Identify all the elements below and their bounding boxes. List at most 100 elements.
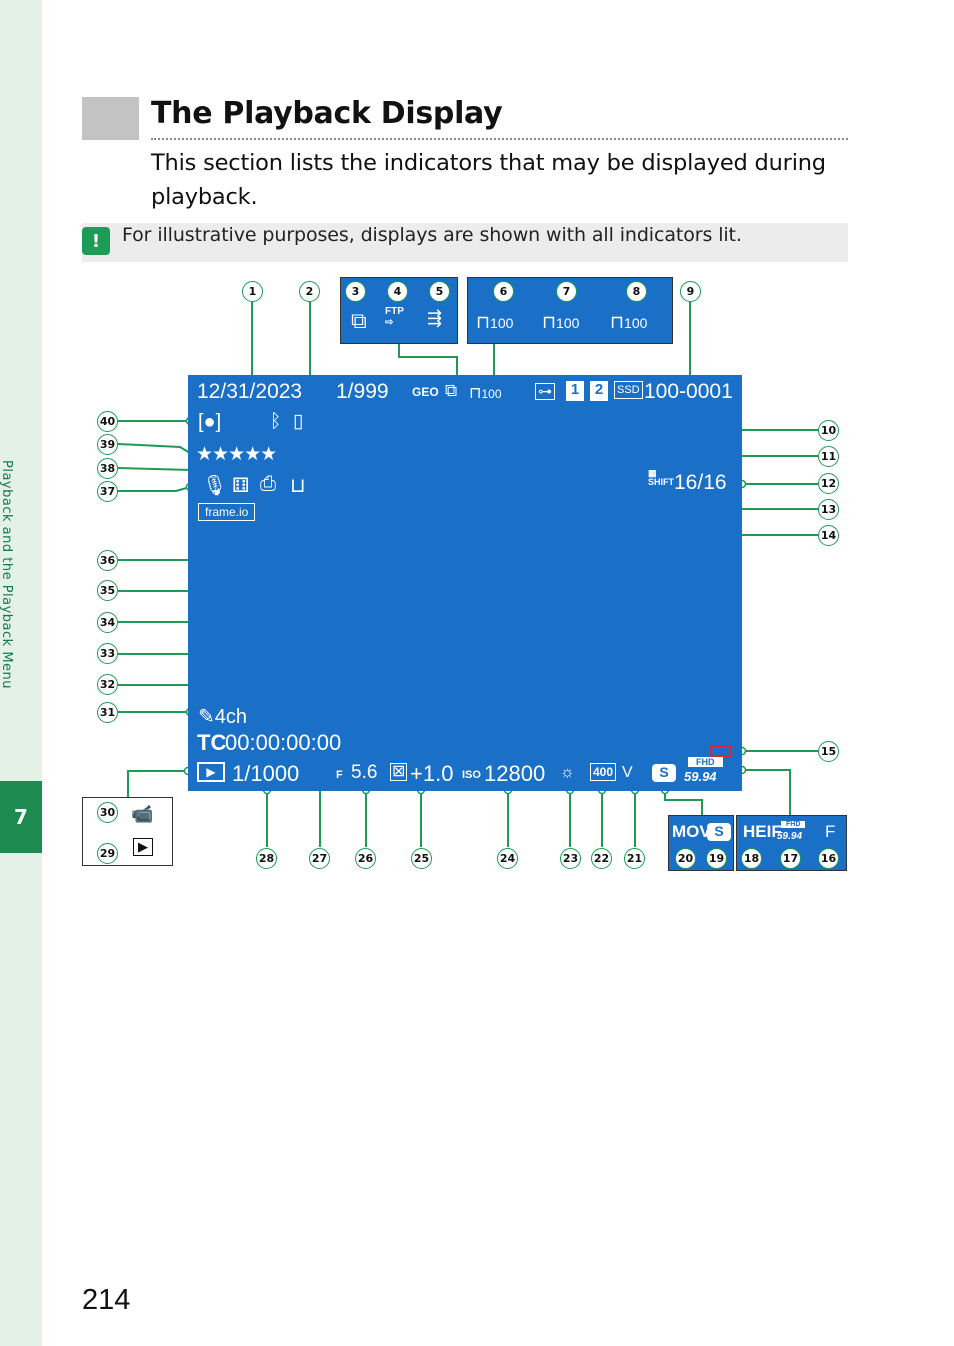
dynamic-range: 400 [590, 763, 617, 781]
geo-tag: GEO [412, 385, 439, 399]
wireless-transfer-icon: ⇶ [427, 308, 443, 328]
shutter-speed: 1/1000 [232, 761, 300, 786]
transfer-icon: ⧉ [445, 381, 458, 400]
callout-21: 21 [624, 848, 645, 869]
page-title: The Playback Display [151, 96, 503, 131]
protect-icon: ⊶ [535, 383, 555, 400]
callout-35: 35 [97, 580, 118, 601]
slot-2-badge: 2 [590, 381, 608, 401]
voice-memo-icon: 🎙 [202, 475, 228, 497]
callout-12: 12 [818, 473, 839, 494]
ssd-badge: SSD [614, 381, 643, 399]
callout-8: 8 [626, 281, 647, 302]
callout-10: 10 [818, 420, 839, 441]
audio-channels: 4ch [214, 706, 248, 728]
shift-label: ▦SHIFT [648, 469, 674, 487]
callout-37: 37 [97, 481, 118, 502]
chapter-sidebar [0, 0, 42, 1346]
movie-format: MOV [672, 822, 711, 841]
callout-30: 30 [97, 802, 118, 823]
ftp-transfer-icon: FTP⇨ [385, 306, 404, 328]
callout-39: 39 [97, 434, 118, 455]
movie-size-badge: S [707, 823, 731, 841]
frameio-badge: frame.io [198, 503, 256, 521]
movie-camera-icon: 📹 [131, 804, 154, 824]
slot-1-badge: 1 [566, 381, 584, 401]
callout-13: 13 [818, 499, 839, 520]
iso-label: ISO [462, 769, 481, 781]
callout-32: 32 [97, 674, 118, 695]
playback-icon: ▶ [197, 762, 225, 782]
callout-23: 23 [560, 848, 581, 869]
callout-1: 1 [242, 281, 263, 302]
callout-2: 2 [299, 281, 320, 302]
film-simulation-icon: V [622, 764, 633, 781]
ftp-upload-count: 100 [556, 315, 580, 331]
face-detection-icon: [●] [198, 411, 222, 433]
wireless-upload-icon: ⊓100 [610, 312, 648, 332]
callout-5: 5 [429, 281, 450, 302]
playback-screen: 12/31/2023 1/999 GEO ⧉ ⊓100 ⊶ 1 2 SSD 10… [188, 375, 742, 791]
callout-4: 4 [387, 281, 408, 302]
smartphone-icon: ▯ [293, 411, 304, 432]
upload-icon: ⊓100 [476, 312, 514, 332]
rating-stars: ★★★★★ [196, 444, 277, 465]
note-text: For illustrative purposes, displays are … [122, 224, 742, 246]
callout-22: 22 [591, 848, 612, 869]
callout-36: 36 [97, 550, 118, 571]
wireless-upload-count: 100 [624, 315, 648, 331]
callout-28: 28 [256, 848, 277, 869]
file-number: 100-0001 [644, 380, 733, 403]
title-divider [151, 138, 848, 140]
frame-number: 1/999 [336, 380, 389, 403]
callout-27: 27 [309, 848, 330, 869]
callout-25: 25 [411, 848, 432, 869]
exposure-value: +1.0 [410, 761, 454, 786]
callout-9: 9 [680, 281, 701, 302]
chapter-tab: 7 [0, 781, 42, 853]
aperture-value: 5.6 [351, 762, 378, 783]
transfer-count: 100 [481, 387, 502, 401]
battery-warning-icon [710, 745, 732, 757]
aperture-label: F [336, 769, 343, 781]
title-marker [82, 97, 139, 140]
ftp-upload-icon: ⊓100 [542, 312, 580, 332]
callout-15: 15 [818, 741, 839, 762]
image-size-badge: S [652, 764, 676, 782]
inset-frame-rate: 59.94 [777, 831, 803, 842]
timecode-label: TC [197, 730, 227, 755]
note-box [82, 223, 848, 262]
frame-rate: 59.94 [684, 769, 717, 784]
timecode-value: 00:00:00:00 [225, 730, 342, 755]
inset-fhd-badge: FHD [781, 821, 806, 828]
callout-34: 34 [97, 612, 118, 633]
callout-3: 3 [345, 281, 366, 302]
frame-count: 16/16 [674, 471, 727, 494]
callout-18: 18 [741, 848, 762, 869]
print-order-icon: ⎙ [260, 473, 276, 495]
callout-26: 26 [355, 848, 376, 869]
upload-icon: ⊓100 [469, 385, 502, 402]
heif-format: HEIF [743, 822, 782, 841]
iso-value: 12800 [484, 761, 546, 786]
upload-count: 100 [490, 315, 514, 331]
shift-text: SHIFT [648, 477, 674, 487]
page-number: 214 [82, 1284, 131, 1316]
fhd-badge: FHD [688, 757, 723, 767]
white-balance-icon: ☼ [560, 764, 575, 781]
callout-17: 17 [780, 848, 801, 869]
callout-14: 14 [818, 525, 839, 546]
callout-24: 24 [497, 848, 518, 869]
callout-38: 38 [97, 458, 118, 479]
date-display: 12/31/2023 [197, 380, 303, 403]
mode-inset: 📹 ▶ [82, 797, 173, 866]
callout-33: 33 [97, 643, 118, 664]
callout-11: 11 [818, 446, 839, 467]
multi-frame-icon: ▦ [648, 468, 657, 478]
exposure-compensation-icon: ⊠ [390, 763, 408, 781]
photobook-icon: ⊔ [290, 475, 306, 497]
callout-19: 19 [706, 848, 727, 869]
image-quality: F [825, 822, 836, 841]
callout-20: 20 [675, 848, 696, 869]
callout-40: 40 [97, 411, 118, 432]
